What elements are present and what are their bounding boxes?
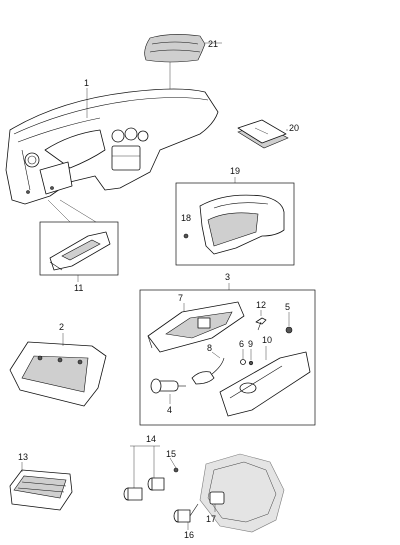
clip-part — [285, 312, 293, 334]
callout-9: 9 — [248, 339, 253, 349]
lower-panel-part — [9, 333, 107, 407]
callout-17: 17 — [206, 514, 216, 524]
cigar-lighter-part — [123, 445, 179, 501]
lock-cylinder-part — [150, 378, 186, 404]
callout-12: 12 — [256, 300, 266, 310]
fastener-9-part — [248, 349, 254, 366]
callout-1: 1 — [84, 78, 89, 88]
callout-7: 7 — [178, 293, 183, 303]
cluster-hood-part — [183, 194, 285, 255]
callout-13: 13 — [18, 452, 28, 462]
callout-6: 6 — [239, 339, 244, 349]
power-socket-part — [173, 503, 199, 530]
callout-14: 14 — [146, 434, 156, 444]
center-console-part — [199, 453, 285, 533]
cluster-hood-box — [175, 182, 295, 266]
glove-box-lid-part — [219, 346, 311, 417]
callout-11: 11 — [74, 283, 83, 293]
glove-box-lamp-part — [191, 351, 225, 385]
callout-8: 8 — [207, 343, 212, 353]
console-bracket-part — [9, 462, 73, 511]
manual-booklet-part — [237, 119, 289, 149]
fastener-6-part — [240, 349, 246, 365]
callout-18: 18 — [181, 213, 191, 223]
trim-panel-box — [39, 221, 119, 276]
callout-2: 2 — [59, 322, 64, 332]
callout-20: 20 — [289, 123, 299, 133]
glove-box-housing-part — [147, 301, 245, 353]
callout-21: 21 — [208, 39, 218, 49]
callout-15: 15 — [166, 449, 176, 459]
screw-part — [255, 310, 267, 331]
callout-10: 10 — [262, 335, 272, 345]
lower-trim-panel-part — [49, 231, 111, 282]
dashboard-assembly-part — [5, 88, 219, 223]
callout-19: 19 — [230, 166, 240, 176]
callout-16: 16 — [184, 530, 194, 540]
callout-4: 4 — [167, 405, 172, 415]
glove-box-group-box — [139, 289, 316, 426]
callout-5: 5 — [285, 302, 290, 312]
callout-3: 3 — [225, 272, 230, 282]
